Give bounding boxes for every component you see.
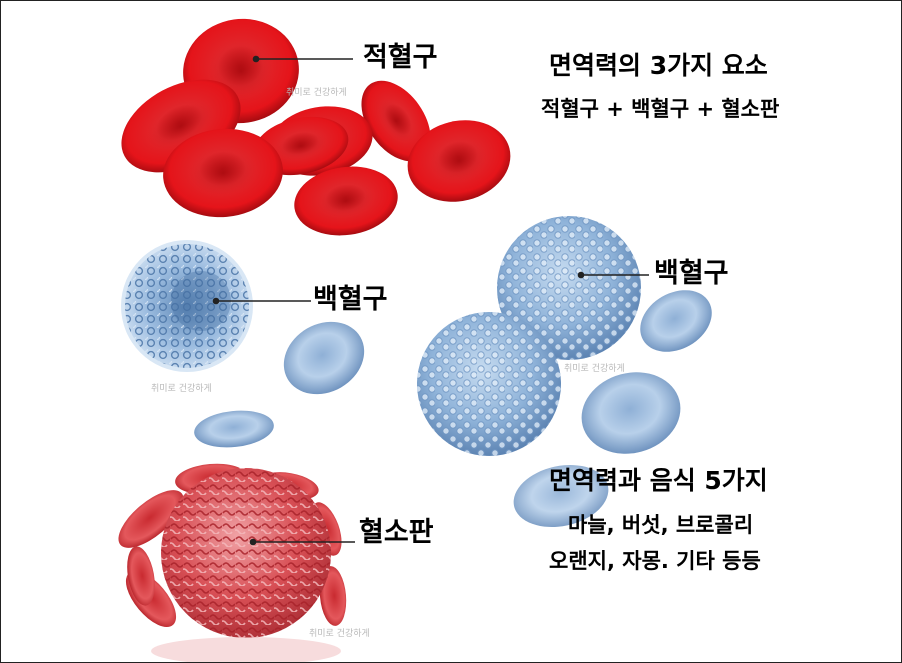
label-white-blood-cell-right: 백혈구 (654, 258, 729, 289)
info-line-cell-elements: 적혈구 + 백혈구 + 혈소판 (541, 97, 780, 121)
label-red-blood-cell: 적혈구 (363, 42, 438, 73)
watermark: 취미로 건강하게 (286, 88, 347, 98)
watermark: 취미로 건강하게 (151, 384, 212, 394)
info-title-five-foods: 면역력과 음식 5가지 (549, 466, 768, 495)
white-blood-cells-right (417, 216, 712, 527)
blue-discs-left (194, 321, 365, 448)
red-blood-cells (121, 18, 511, 236)
watermark: 취미로 건강하게 (309, 629, 370, 639)
info-title-three-elements: 면역력의 3가지 요소 (549, 51, 768, 80)
white-blood-cell-left (121, 240, 253, 372)
info-line-foods-2: 오랜지, 자몽. 기타 등등 (549, 549, 761, 573)
label-platelet: 혈소판 (359, 517, 434, 548)
label-white-blood-cell-left: 백혈구 (313, 284, 388, 315)
platelet-cluster (118, 463, 347, 662)
pointer-lines (212, 55, 649, 546)
watermark: 취미로 건강하게 (564, 364, 625, 374)
info-line-foods-1: 마늘, 버섯, 브로콜리 (568, 513, 754, 537)
